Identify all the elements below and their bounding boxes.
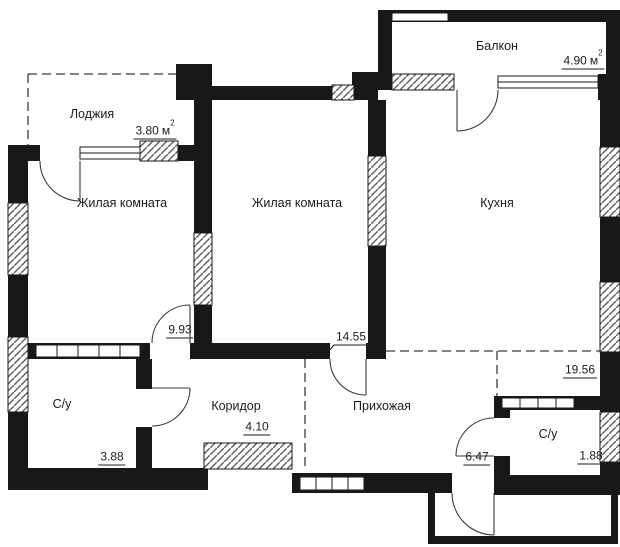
wall-segment <box>606 22 620 88</box>
wall-segment <box>494 410 510 418</box>
wall-segment <box>494 475 620 495</box>
room-area-kitchen: 19.56 <box>562 362 598 379</box>
wall-segment <box>176 64 212 100</box>
wall-segment-hatched <box>331 84 355 101</box>
wall-segment-hatched <box>139 140 179 162</box>
wall-segment <box>8 468 208 490</box>
room-label-loggia: Лоджия <box>69 106 115 121</box>
wall-segment <box>8 145 28 203</box>
room-label-living1: Жилая комната <box>76 195 168 210</box>
wall-segment <box>190 343 330 359</box>
room-label-hall: Прихожая <box>353 398 411 413</box>
room-area-hall: 6.47 <box>463 449 491 466</box>
leader-lines <box>195 337 335 359</box>
door-arc-entrance <box>451 492 495 536</box>
door-arc-balcony <box>456 89 499 132</box>
balcony-railing-window <box>391 12 449 22</box>
wall-segment <box>368 246 386 359</box>
doors <box>39 89 499 536</box>
room-area-bath2: 1.88 <box>577 448 605 465</box>
room-label-kitchen: Кухня <box>480 195 514 210</box>
vent-block-dividers <box>315 477 349 490</box>
wall-segment <box>194 161 212 233</box>
porch-wall <box>428 536 618 544</box>
door-arc-bath2 <box>455 417 495 457</box>
door-arc-bath1 <box>151 387 191 427</box>
wall-segment-hatched <box>203 442 293 470</box>
wall-segment-hatched <box>391 73 455 91</box>
vent-block <box>35 344 141 358</box>
room-area-living1: 9.93 <box>166 322 194 339</box>
wall-segment <box>600 217 620 282</box>
room-label-living2: Жилая комната <box>251 195 343 210</box>
wall-segment <box>368 100 386 156</box>
room-label-corridor: Коридор <box>211 398 261 413</box>
leader-line-living2 <box>322 344 335 359</box>
wall-segment <box>378 10 392 90</box>
room-area-bath1: 3.88 <box>98 449 126 466</box>
wall-segment <box>194 100 212 161</box>
wall-segment-hatched <box>7 336 29 413</box>
door-arc-loggia <box>39 160 81 202</box>
wall-segment <box>600 85 620 147</box>
porch-wall <box>428 493 435 538</box>
wall-segment <box>212 86 334 100</box>
wall-segment-hatched <box>7 202 29 276</box>
wall-segment <box>352 72 378 100</box>
vent-block-dividers <box>519 398 557 408</box>
vent-blocks <box>35 344 575 491</box>
vent-block-dividers <box>56 345 121 357</box>
room-label-balcony: Балкон <box>476 38 518 53</box>
door-arc-living2 <box>329 358 367 396</box>
entrance-porch <box>428 493 618 544</box>
walls-hatched <box>7 73 620 470</box>
wall-segment <box>136 427 152 470</box>
windows <box>79 75 599 160</box>
room-area-corridor: 4.10 <box>243 419 271 436</box>
wall-segment-hatched <box>193 232 213 306</box>
room-label-bath2: С/у <box>538 426 558 441</box>
wall-segment-hatched <box>599 411 620 463</box>
door-arc-living1 <box>151 304 191 344</box>
wall-segment-hatched <box>599 146 620 218</box>
porch-wall <box>611 495 618 538</box>
room-label-bath1: С/у <box>52 396 72 411</box>
wall-segment-hatched <box>367 155 387 247</box>
wall-segment <box>8 275 28 337</box>
leader-line-living1 <box>195 337 210 351</box>
room-area-living2: 14.55 <box>333 329 369 346</box>
dashed-boundaries <box>27 73 600 468</box>
wall-segment <box>366 343 386 359</box>
wall-segment <box>136 359 152 389</box>
wall-segment-hatched <box>599 281 620 353</box>
wall-segment <box>494 456 510 475</box>
